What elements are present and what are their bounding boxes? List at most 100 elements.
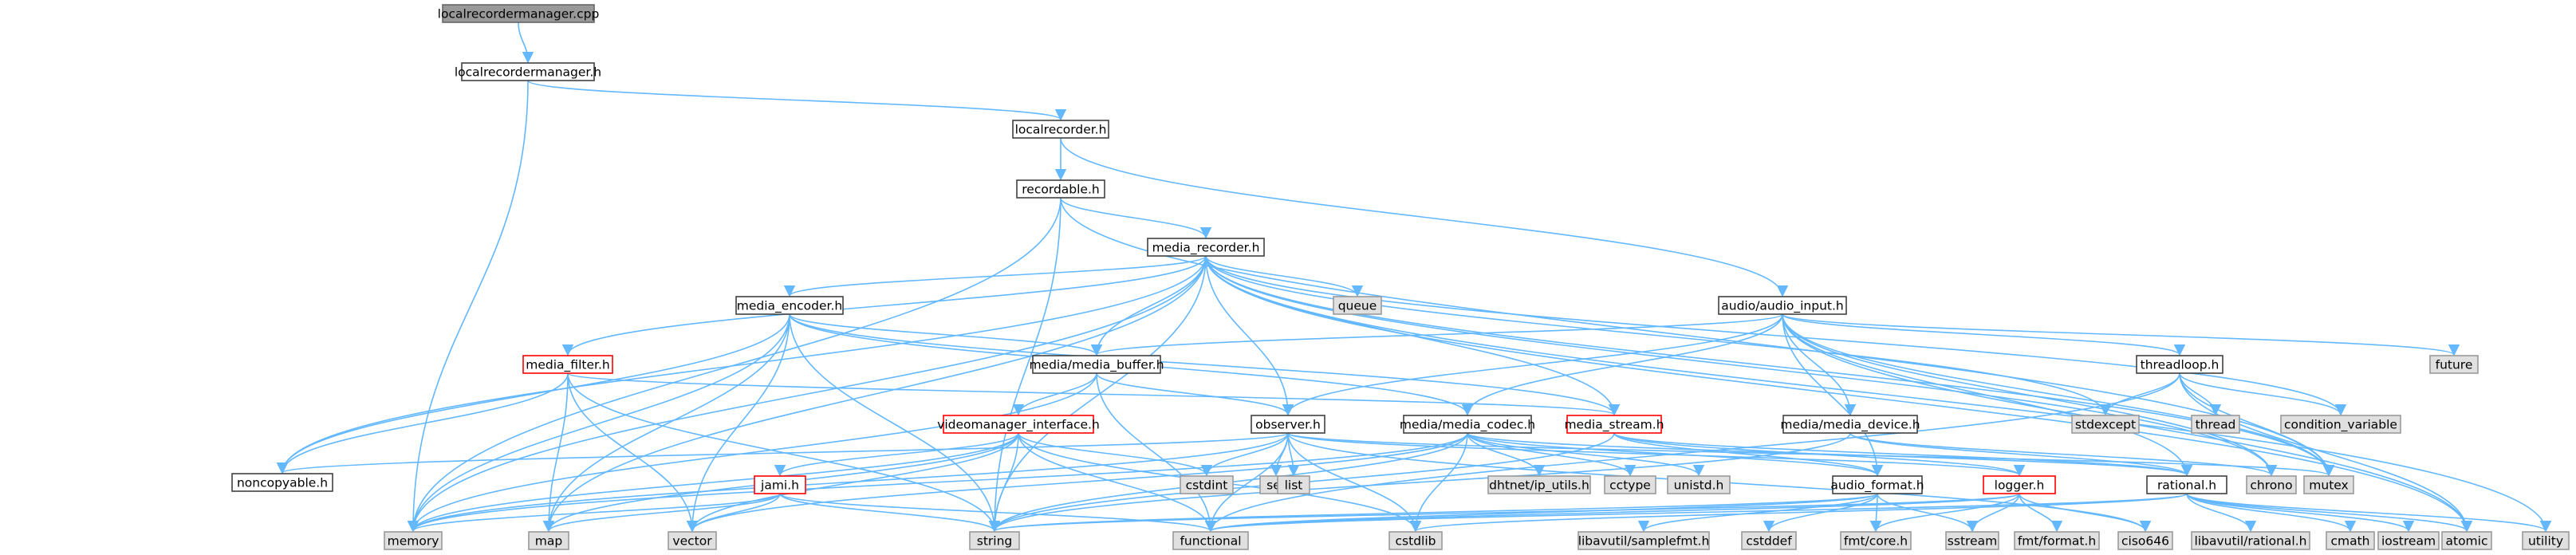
- node-cctype: cctype: [1604, 475, 1656, 494]
- node-media-stream-h[interactable]: media_stream.h: [1564, 415, 1664, 434]
- node-box: [1333, 296, 1382, 315]
- edge-media_filter_h-to-map: [542, 372, 569, 533]
- edge-audio_audio_input_h-to-chrono: [1782, 313, 2278, 477]
- node-rational-h[interactable]: rational.h: [2146, 475, 2227, 494]
- node-box: [2117, 531, 2173, 550]
- node-label: fmt/format.h: [2018, 534, 2096, 549]
- node-recordable-h[interactable]: recordable.h: [1016, 179, 1105, 199]
- edge-audio_format_h-to-fmt_core_h: [1869, 493, 1882, 533]
- edge-localrecorder_h-to-audio_audio_input_h: [1060, 137, 1789, 297]
- node-box: [2136, 355, 2223, 374]
- node-mutex: mutex: [2303, 475, 2354, 494]
- node-label: ciso646: [2121, 534, 2169, 549]
- edge-media_filter_h-to-vector: [567, 372, 699, 533]
- edge-audio_audio_input_h-to-observer_h: [1282, 313, 1783, 416]
- edge-observer_h-to-cstdlib: [1287, 432, 1422, 533]
- edge-rational_h-to-cmath: [2186, 493, 2357, 533]
- edge-rational_h-to-atomic: [2186, 493, 2472, 533]
- edge-media_filter_h-to-string: [567, 372, 1001, 533]
- edge-localrecordermanager_cpp-to-localrecordermanager_h: [518, 22, 534, 64]
- edge-jami_h-to-map: [542, 493, 781, 533]
- edge-media_media_codec_h-to-dhtnet_ip_utils_h: [1467, 432, 1546, 477]
- node-box: [1251, 415, 1325, 434]
- node-label: cstddef: [1746, 534, 1792, 549]
- node-audio-audio-input-h[interactable]: audio/audio_input.h: [1718, 296, 1847, 315]
- edge-logger_h-to-functional: [1205, 493, 2020, 533]
- node-box: [1832, 475, 1923, 494]
- node-box: [2522, 531, 2570, 550]
- node-box: [1277, 475, 1310, 494]
- node-box: [735, 296, 844, 315]
- edge-videomanager_interface_h-to-memory: [407, 432, 1019, 533]
- edge-media_filter_h-to-noncopyable_h: [276, 372, 569, 474]
- node-label: utility: [2528, 534, 2563, 549]
- node-label: media_filter.h: [526, 358, 609, 373]
- edge-jami_h-to-string: [779, 493, 1001, 533]
- node-label: atomic: [2446, 534, 2488, 549]
- node-functional: functional: [1172, 531, 1249, 550]
- node-threadloop-h[interactable]: threadloop.h: [2136, 355, 2223, 374]
- edge-media_media_codec_h-to-memory: [408, 432, 1468, 533]
- node-fmt-core-h: fmt/core.h: [1840, 531, 1912, 550]
- node-label: iostream: [2381, 534, 2436, 549]
- edge-localrecordermanager_h-to-localrecorder_h: [527, 80, 1066, 121]
- node-box: [1403, 415, 1532, 434]
- node-ciso646: ciso646: [2117, 531, 2173, 550]
- node-media-recorder-h[interactable]: media_recorder.h: [1147, 238, 1265, 257]
- node-label: media/media_device.h: [1780, 418, 1920, 433]
- node-label: localrecordermanager.cpp: [438, 7, 600, 22]
- node-observer-h[interactable]: observer.h: [1251, 415, 1325, 434]
- edge-media_recorder_h-to-observer_h: [1205, 255, 1294, 416]
- node-label: noncopyable.h: [237, 476, 328, 490]
- edge-audio_audio_input_h-to-threadloop_h: [1782, 313, 2185, 356]
- node-label: libavutil/samplefmt.h: [1578, 534, 1710, 549]
- node-box: [1566, 415, 1662, 434]
- node-label: fmt/core.h: [1844, 534, 1908, 549]
- node-media-media-buffer-h[interactable]: media/media_buffer.h: [1029, 355, 1164, 374]
- edge-media_recorder_h-to-mutex: [1205, 255, 2335, 477]
- node-box: [231, 473, 333, 492]
- node-localrecorder-h[interactable]: localrecorder.h: [1012, 120, 1109, 139]
- node-label: functional: [1180, 534, 1241, 549]
- edge-jami_h-to-vector: [686, 493, 781, 533]
- node-box: [2071, 415, 2140, 434]
- node-localrecordermanager-h[interactable]: localrecordermanager.h: [455, 62, 601, 81]
- node-media-filter-h[interactable]: media_filter.h: [522, 355, 613, 374]
- node-media-media-device-h[interactable]: media/media_device.h: [1780, 415, 1920, 434]
- edge-audio_audio_input_h-to-audio_format_h: [1782, 313, 1884, 477]
- node-label: condition_variable: [2284, 418, 2397, 433]
- edge-media_media_buffer_h-to-observer_h: [1096, 372, 1294, 416]
- node-audio-format-h[interactable]: audio_format.h: [1830, 475, 1924, 494]
- edge-media_media_buffer_h-to-videomanager_interface_h: [1012, 372, 1097, 416]
- edge-media_media_buffer_h-to-memory: [407, 372, 1097, 533]
- node-logger-h[interactable]: logger.h: [1983, 475, 2056, 494]
- node-label: cstdlib: [1396, 534, 1436, 549]
- node-label: media/media_buffer.h: [1029, 358, 1164, 373]
- node-chrono: chrono: [2246, 475, 2297, 494]
- node-box: [1840, 531, 1912, 550]
- node-box: [1578, 531, 1710, 550]
- edge-media_encoder_h-to-media_stream_h: [789, 313, 1620, 416]
- node-media-media-codec-h[interactable]: media/media_codec.h: [1400, 415, 1535, 434]
- node-jami-h[interactable]: jami.h: [754, 475, 806, 494]
- node-label: jami.h: [760, 478, 799, 493]
- node-utility: utility: [2522, 531, 2570, 550]
- edge-localrecordermanager_h-to-memory: [407, 80, 529, 533]
- node-media-encoder-h[interactable]: media_encoder.h: [735, 296, 844, 315]
- edge-audio_audio_input_h-to-mutex: [1782, 313, 2335, 477]
- node-box: [2280, 415, 2401, 434]
- edge-media_encoder_h-to-map: [542, 313, 790, 533]
- node-videomanager-interface-h[interactable]: videomanager_interface.h: [937, 415, 1100, 434]
- node-label: media_recorder.h: [1152, 241, 1260, 256]
- node-box: [2377, 531, 2440, 550]
- node-box: [522, 355, 613, 374]
- node-box: [2191, 415, 2240, 434]
- node-label: memory: [388, 534, 439, 549]
- node-label: threadloop.h: [2141, 358, 2220, 372]
- edge-rational_h-to-functional: [1205, 493, 2188, 533]
- node-label: sstream: [1948, 534, 1997, 549]
- node-noncopyable-h[interactable]: noncopyable.h: [231, 473, 333, 492]
- edge-videomanager_interface_h-to-functional: [1018, 432, 1217, 533]
- edge-media_recorder_h-to-condition_variable: [1205, 255, 2346, 416]
